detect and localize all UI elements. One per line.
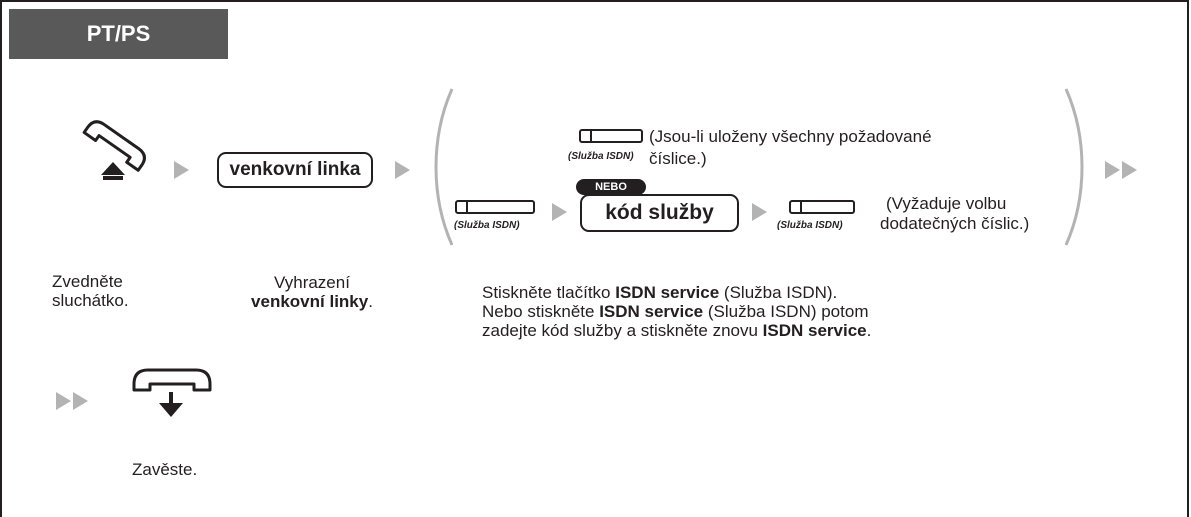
continue-arrow (1105, 161, 1120, 179)
isdn-key-label: (Služba ISDN) (568, 151, 634, 162)
handset-off-hook-icon (82, 120, 146, 180)
line-caption-bold: venkovní linky (251, 292, 369, 311)
flow-arrow (552, 203, 567, 221)
instruction-text: Nebo stiskněte (482, 302, 600, 321)
flow-arrow (752, 203, 767, 221)
isdn-key-label: (Služba ISDN) (454, 220, 520, 231)
service-code-box: kód služby (580, 194, 739, 232)
continue-arrow (73, 392, 88, 410)
instruction-text: (Služba ISDN) potom (703, 302, 869, 321)
instruction-text: Stiskněte tlačítko (482, 283, 616, 302)
hangup-caption: Zavěste. (132, 460, 198, 479)
isdn-key-label: (Služba ISDN) (777, 220, 843, 231)
instruction-text: . (866, 321, 872, 340)
instruction-bold: ISDN service (762, 321, 867, 340)
isdn-service-key-icon (579, 129, 643, 143)
line-caption-text: Vyhrazení (274, 273, 350, 292)
or-badge: NEBO (576, 179, 646, 195)
handset-on-hook-icon (132, 368, 212, 417)
instruction-text: zadejte kód služby a stiskněte znovu (482, 321, 763, 340)
outside-line-box: venkovní linka (217, 152, 373, 188)
left-bracket (434, 88, 454, 246)
line-caption-end: . (368, 292, 373, 311)
line-caption: Vyhrazení venkovní linky. (222, 273, 402, 311)
isdn-service-key-icon (789, 200, 855, 214)
isdn-service-key-icon (455, 200, 535, 214)
page-title: PT/PS (9, 9, 228, 59)
flow-arrow (395, 161, 410, 179)
option-b-note-2: dodatečných číslic.) (880, 214, 1030, 233)
option-a-note-1: (Jsou-li uloženy všechny požadované (649, 127, 932, 146)
instruction-bold: ISDN service (615, 283, 720, 302)
instruction-bold: ISDN service (599, 302, 704, 321)
isdn-instruction: Stiskněte tlačítko ISDN service (Služba … (482, 283, 1002, 340)
option-a-note-2: číslice.) (649, 149, 707, 168)
instruction-text: (Služba ISDN). (719, 283, 838, 302)
flow-arrow (174, 161, 189, 179)
continue-arrow (56, 392, 71, 410)
continue-arrow (1122, 161, 1137, 179)
option-b-note-1: (Vyžaduje volbu (886, 194, 1007, 213)
lift-caption: Zvedněte sluchátko. (52, 272, 129, 310)
right-bracket (1064, 88, 1084, 246)
